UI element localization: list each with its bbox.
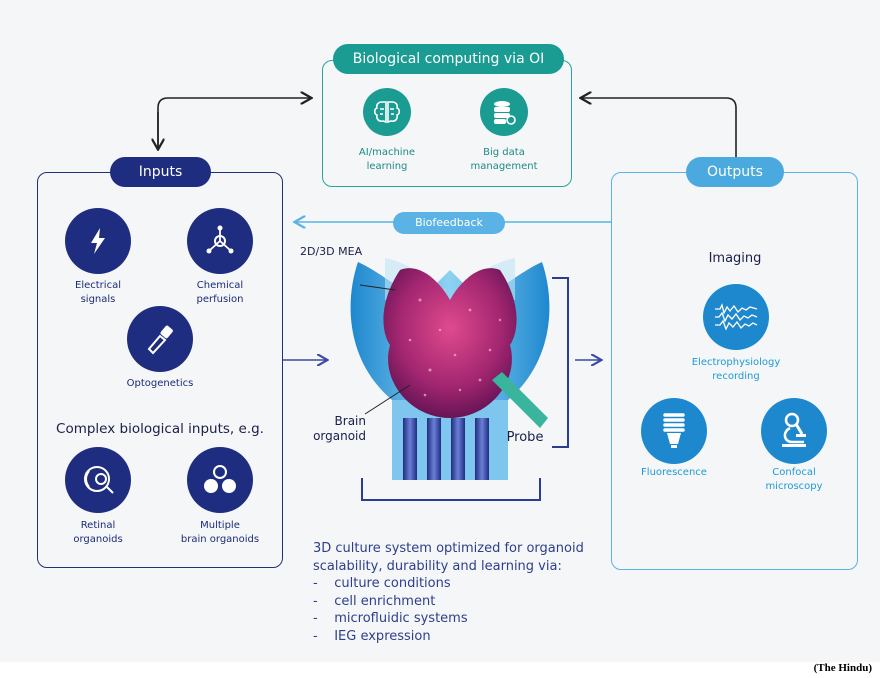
notes-line-1: 3D culture system optimized for organoid [313, 541, 584, 556]
database-icon [480, 88, 528, 136]
outputs-title: Outputs [686, 157, 784, 187]
biological-computing-title: Biological computing via OI [333, 44, 564, 74]
mea-label: 2D/3D MEA [300, 245, 363, 258]
source-credit: (The Hindu) [813, 662, 872, 674]
biofeedback-label: Biofeedback [393, 212, 505, 234]
imaging-heading: Imaging [708, 251, 762, 266]
bracket-right [552, 277, 569, 448]
lamp-icon [641, 398, 707, 464]
culture-system-notes: 3D culture system optimized for organoid… [313, 540, 584, 645]
bracket-bottom [361, 478, 541, 501]
arrow-top-left [157, 98, 310, 150]
cells-icon [187, 447, 253, 513]
molecule-icon [187, 208, 253, 274]
notes-line-2: scalability, durability and learning via… [313, 558, 562, 574]
waveform-icon [703, 284, 769, 350]
notes-line-3: - culture conditions [313, 576, 451, 591]
lightning-icon [65, 208, 131, 274]
eye-icon [65, 447, 131, 513]
notes-line-6: - IEG expression [313, 628, 431, 644]
complex-inputs-heading: Complex biological inputs, e.g. [56, 421, 264, 437]
inputs-title: Inputs [110, 157, 211, 187]
organoid-device-illustration [350, 258, 550, 480]
optogenetics-label: Optogenetics [126, 378, 194, 389]
arrow-top-right [582, 98, 737, 158]
notes-line-5: - microfluidic systems [313, 611, 468, 626]
microscope-icon [761, 398, 827, 464]
notes-line-4: - cell enrichment [313, 593, 436, 609]
fluorescence-label: Fluorescence [641, 467, 707, 478]
brain-icon [363, 88, 411, 136]
probe-label: Probe [506, 430, 544, 445]
flashlight-icon [127, 306, 193, 372]
